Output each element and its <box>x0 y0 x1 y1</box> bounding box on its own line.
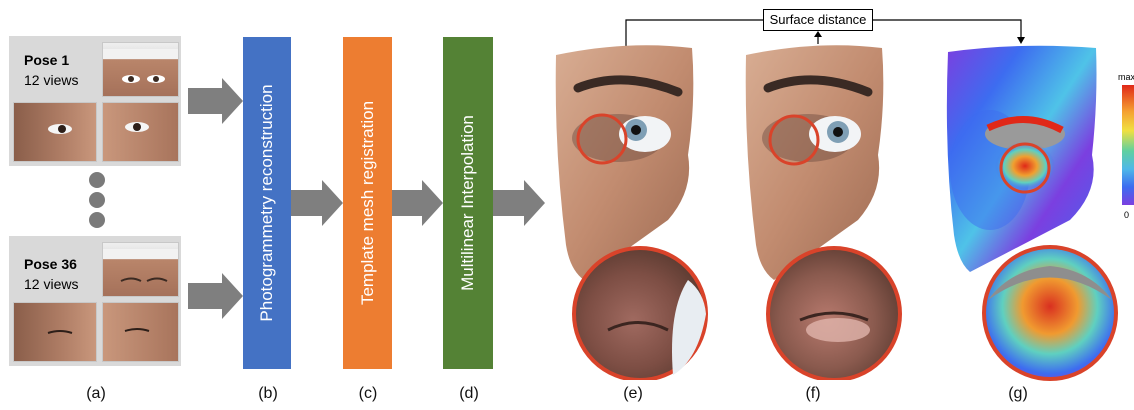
stage-photogrammetry: Photogrammetry reconstruction <box>243 37 291 369</box>
arrow-pose1-to-photogrammetry <box>188 78 243 124</box>
panel-label-a: (a) <box>86 385 106 403</box>
arrow-b-to-c <box>291 180 343 226</box>
panel-label-c: (c) <box>359 385 378 403</box>
arrow-d-to-e <box>493 180 545 226</box>
stage-label: Template mesh registration <box>358 101 378 305</box>
stage-multilinear-interpolation: Multilinear Interpolation <box>443 37 493 369</box>
color-scale-min-label: 0 <box>1124 210 1129 220</box>
panel-label-d: (d) <box>459 385 479 403</box>
heatmap-render-g <box>940 30 1130 385</box>
stage-label: Multilinear Interpolation <box>458 115 478 291</box>
arrow-pose36-to-photogrammetry <box>188 273 243 319</box>
panel-label-e: (e) <box>623 385 643 403</box>
arrow-c-to-d <box>392 180 443 226</box>
face-render-f <box>738 30 918 380</box>
color-scale-max-label: max <box>1118 72 1134 82</box>
surface-distance-box: Surface distance <box>763 9 873 31</box>
face-render-e <box>548 30 728 380</box>
panel-label-b: (b) <box>258 385 278 403</box>
stage-label: Photogrammetry reconstruction <box>257 84 277 321</box>
stage-template-registration: Template mesh registration <box>343 37 392 369</box>
panel-label-f: (f) <box>805 385 820 403</box>
color-scale-bar <box>1122 85 1134 205</box>
panel-label-g: (g) <box>1008 385 1028 403</box>
